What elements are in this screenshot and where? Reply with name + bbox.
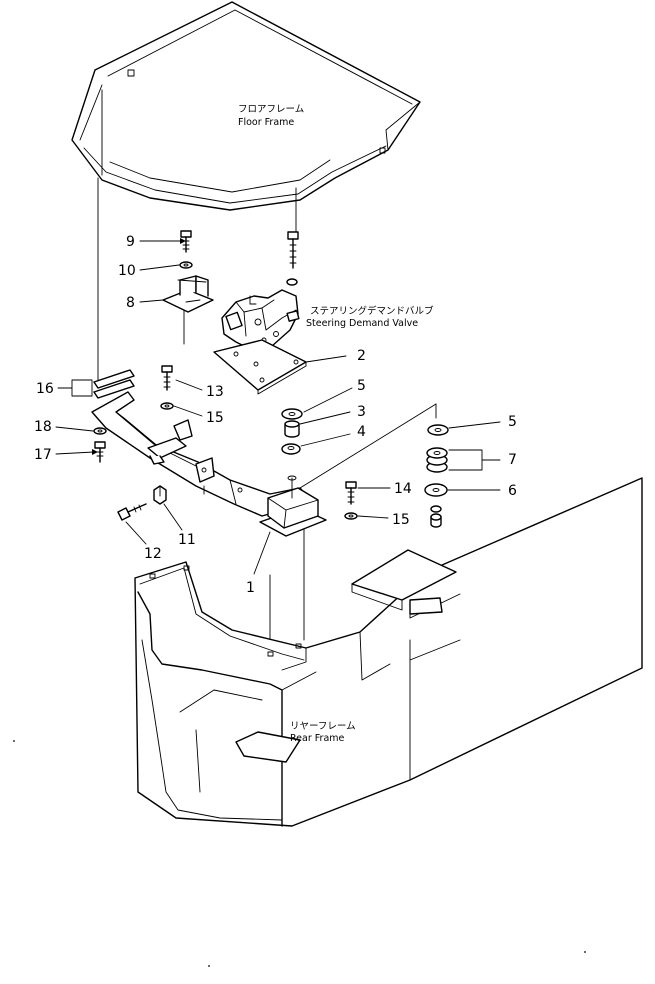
washer-15-left xyxy=(160,402,174,410)
washer-5-right xyxy=(427,424,449,436)
callout-2: 2 xyxy=(357,348,366,364)
callout-17: 17 xyxy=(34,447,52,463)
nut-11 xyxy=(153,485,167,505)
washer-15-right xyxy=(344,512,358,520)
washer-18 xyxy=(93,427,107,435)
floor-frame: フロアフレーム Floor Frame xyxy=(71,1,421,211)
floor-frame-label: Floor Frame xyxy=(238,117,294,128)
bolt-13 xyxy=(161,365,173,391)
washer-6 xyxy=(424,483,448,497)
callout-15-right: 15 xyxy=(392,512,410,528)
callout-7: 7 xyxy=(508,452,517,468)
callout-18: 18 xyxy=(34,419,52,435)
callout-5-right: 5 xyxy=(508,414,517,430)
valve-label-jp: ステアリングデマンドバルブ xyxy=(310,305,434,317)
steering-demand-valve: ステアリングデマンドバルブ Steering Demand Valve xyxy=(221,289,434,351)
washer-4 xyxy=(281,443,301,455)
rear-frame: リヤーフレーム Rear Frame xyxy=(134,477,643,827)
callout-10: 10 xyxy=(118,263,136,279)
callout-15-left: 15 xyxy=(206,410,224,426)
callout-4: 4 xyxy=(357,424,366,440)
callout-1: 1 xyxy=(246,580,255,596)
washer-5-left xyxy=(281,408,303,420)
bracket-8 xyxy=(162,275,214,313)
callout-14: 14 xyxy=(394,481,412,497)
nut-right xyxy=(430,505,442,528)
callout-5-left: 5 xyxy=(357,378,366,394)
valve-plate-2 xyxy=(213,339,347,395)
bolt-valve-top xyxy=(286,231,299,286)
rubber-mount-7 xyxy=(426,447,448,473)
callout-8: 8 xyxy=(126,295,135,311)
bushing-3 xyxy=(284,420,300,438)
stray-marks xyxy=(13,740,586,967)
clamp-16 xyxy=(93,369,135,399)
bolt-12 xyxy=(117,503,147,521)
rear-frame-label: Rear Frame xyxy=(290,733,345,744)
callouts: 9 10 8 2 5 3 4 5 7 6 16 13 xyxy=(34,234,517,596)
callout-12: 12 xyxy=(144,546,162,562)
callout-6: 6 xyxy=(508,483,517,499)
callout-11: 11 xyxy=(178,532,196,548)
rear-frame-label-jp: リヤーフレーム xyxy=(290,721,356,732)
bolt-14 xyxy=(345,481,357,505)
callout-9: 9 xyxy=(126,234,135,250)
washer-10 xyxy=(179,261,193,269)
callout-3: 3 xyxy=(357,404,366,420)
floor-frame-label-jp: フロアフレーム xyxy=(238,104,304,115)
callout-13: 13 xyxy=(206,384,224,400)
valve-label: Steering Demand Valve xyxy=(306,318,418,329)
mount-bracket-1 xyxy=(259,475,327,537)
callout-16: 16 xyxy=(36,381,54,397)
